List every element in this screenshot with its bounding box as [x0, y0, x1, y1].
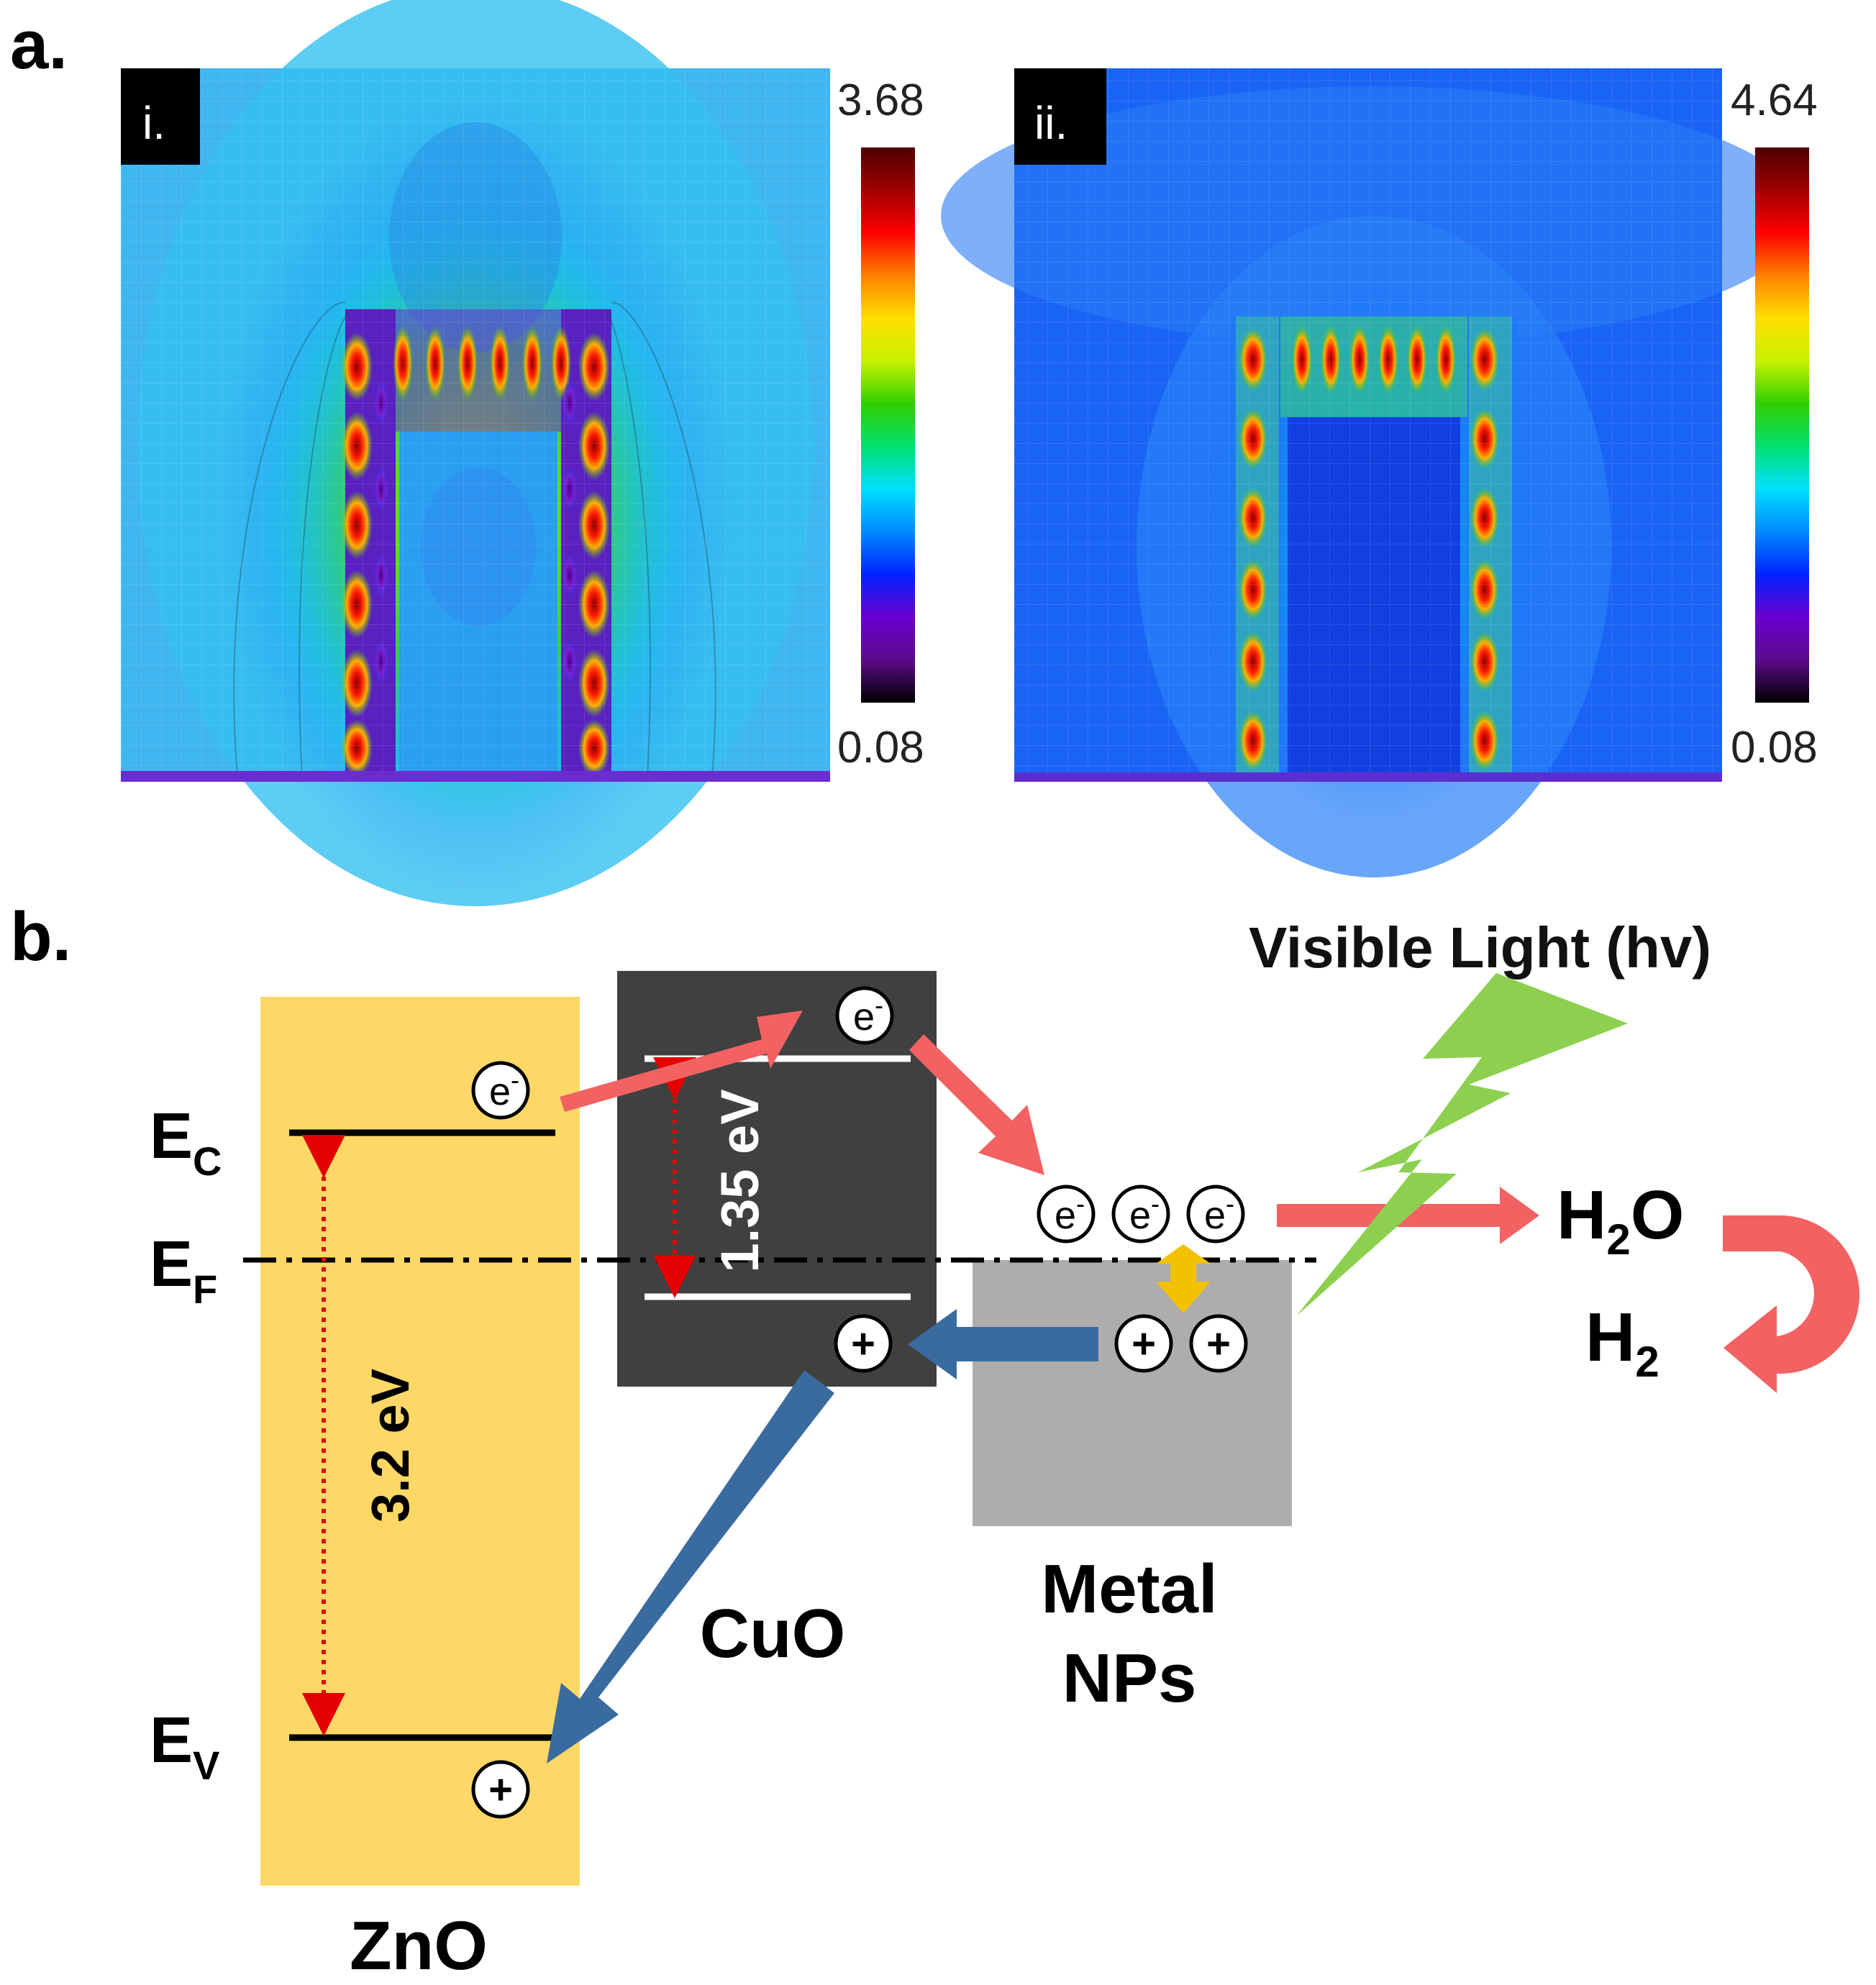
electron-arrow-cuo-to-metal: [909, 1034, 1044, 1175]
metal-np-block: [973, 1260, 1292, 1526]
hydrogen-sub: 2: [1635, 1338, 1659, 1386]
svg-text:EV: EV: [150, 1705, 219, 1788]
electron-cuo: e-: [835, 986, 894, 1045]
electron-zno: e-: [471, 1061, 530, 1120]
hole-metal-2: +: [1189, 1314, 1248, 1373]
visible-light-label: Visible Light (hv): [1249, 916, 1711, 980]
water-to-hydrogen-arrow: [1723, 1215, 1859, 1393]
ec-main: E: [150, 1100, 193, 1172]
svg-text:e-: e-: [853, 990, 883, 1039]
hydrogen-main: H: [1585, 1299, 1635, 1376]
electron-arrow-zno-to-cuo: [560, 1010, 803, 1112]
cuo-label: CuO: [700, 1595, 846, 1672]
water-main: H: [1557, 1177, 1606, 1254]
colorbar-i-max: 3.68: [837, 76, 924, 125]
hydrogen-label: H2: [1585, 1299, 1659, 1386]
panel-b-label: b.: [10, 898, 71, 975]
visible-light-bolt: [1296, 973, 1628, 1316]
colorbar-i-min: 0.08: [837, 723, 924, 772]
svg-text:+: +: [488, 1766, 513, 1813]
colorbar-ii: 4.64 0.08: [1731, 76, 1818, 772]
zno-label: ZnO: [350, 1907, 488, 1984]
charge-carriers: e- e- e- e- e- + + +: [471, 986, 1248, 1819]
svg-text:+: +: [851, 1320, 875, 1367]
field-map-ii: ii.: [941, 68, 1804, 877]
ef-label: EF: [150, 1228, 217, 1312]
ef-main: E: [150, 1228, 193, 1300]
hole-zno: +: [471, 1760, 530, 1819]
ef-sub: F: [193, 1267, 217, 1312]
metal-np-label-line1: Metal: [1041, 1551, 1217, 1628]
water-sub: 2: [1606, 1215, 1630, 1264]
plasmon-coupling-arrow: [1156, 1244, 1211, 1313]
electron-metal-2: e-: [1111, 1185, 1170, 1244]
svg-text:EC: EC: [150, 1100, 222, 1184]
field-map-i: i.: [121, 0, 830, 906]
cuo-gap-label: 1.35 eV: [710, 1089, 770, 1272]
water-label: H2O: [1557, 1177, 1684, 1264]
zno-gap-label: 3.2 eV: [360, 1369, 420, 1523]
svg-text:H2O: H2O: [1557, 1177, 1684, 1264]
colorbar-ii-max: 4.64: [1731, 76, 1818, 125]
colorbar-ii-min: 0.08: [1731, 723, 1818, 772]
svg-text:e-: e-: [1055, 1189, 1085, 1237]
svg-text:H2: H2: [1585, 1299, 1659, 1386]
ev-sub: V: [193, 1743, 219, 1788]
water-rest: O: [1631, 1177, 1685, 1254]
panel-a-label: a.: [10, 6, 68, 83]
hole-metal-1: +: [1114, 1314, 1173, 1373]
electron-metal-1: e-: [1037, 1185, 1096, 1244]
svg-text:+: +: [1206, 1320, 1231, 1367]
svg-text:+: +: [1131, 1320, 1156, 1367]
map-ii-tag: ii.: [1034, 97, 1067, 149]
hole-cuo: +: [834, 1314, 893, 1373]
hole-arrow-metal-to-cuo: [908, 1309, 1098, 1379]
ev-label: EV: [150, 1705, 219, 1788]
svg-text:e-: e-: [489, 1065, 519, 1113]
colorbar-i: 3.68 0.08: [837, 76, 924, 772]
ec-label: EC: [150, 1100, 222, 1184]
svg-text:EF: EF: [150, 1228, 217, 1312]
ev-main: E: [150, 1705, 193, 1776]
electron-metal-3: e-: [1186, 1185, 1245, 1244]
metal-np-label-line2: NPs: [1062, 1640, 1197, 1717]
ec-sub: C: [193, 1138, 222, 1184]
svg-text:e-: e-: [1129, 1189, 1160, 1237]
hole-arrow-cuo-to-zno: [547, 1370, 834, 1763]
map-i-tag: i.: [142, 97, 165, 149]
svg-text:e-: e-: [1204, 1189, 1234, 1237]
